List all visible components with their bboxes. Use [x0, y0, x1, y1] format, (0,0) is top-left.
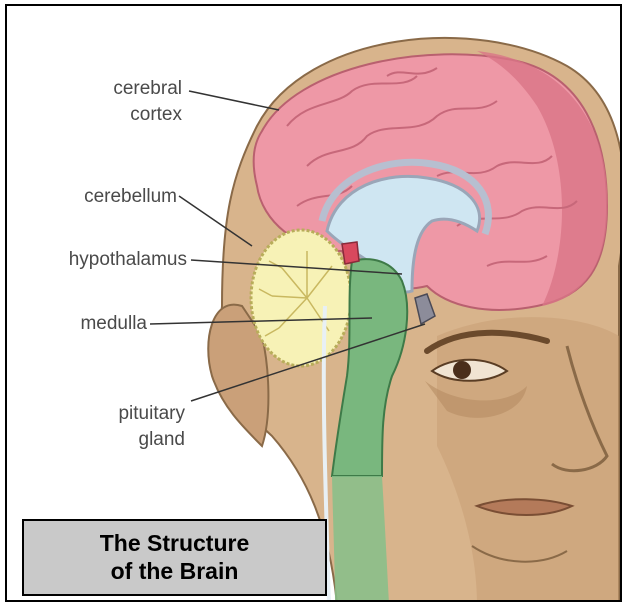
spinal-cord [332, 476, 389, 602]
label-medulla: medulla [47, 311, 147, 337]
iris [453, 361, 471, 379]
label-hypothalamus: hypothalamus [9, 247, 187, 273]
title-box: The Structure of the Brain [22, 519, 327, 596]
title-line-2: of the Brain [111, 558, 239, 586]
title-line-1: The Structure [100, 530, 250, 558]
label-pituitary-gland: pituitary gland [77, 401, 185, 452]
diagram-frame: cerebral cortex cerebellum hypothalamus … [5, 4, 622, 602]
label-cerebellum: cerebellum [37, 184, 177, 210]
hypothalamus [342, 242, 359, 264]
label-cerebral-cortex: cerebral cortex [67, 76, 182, 127]
